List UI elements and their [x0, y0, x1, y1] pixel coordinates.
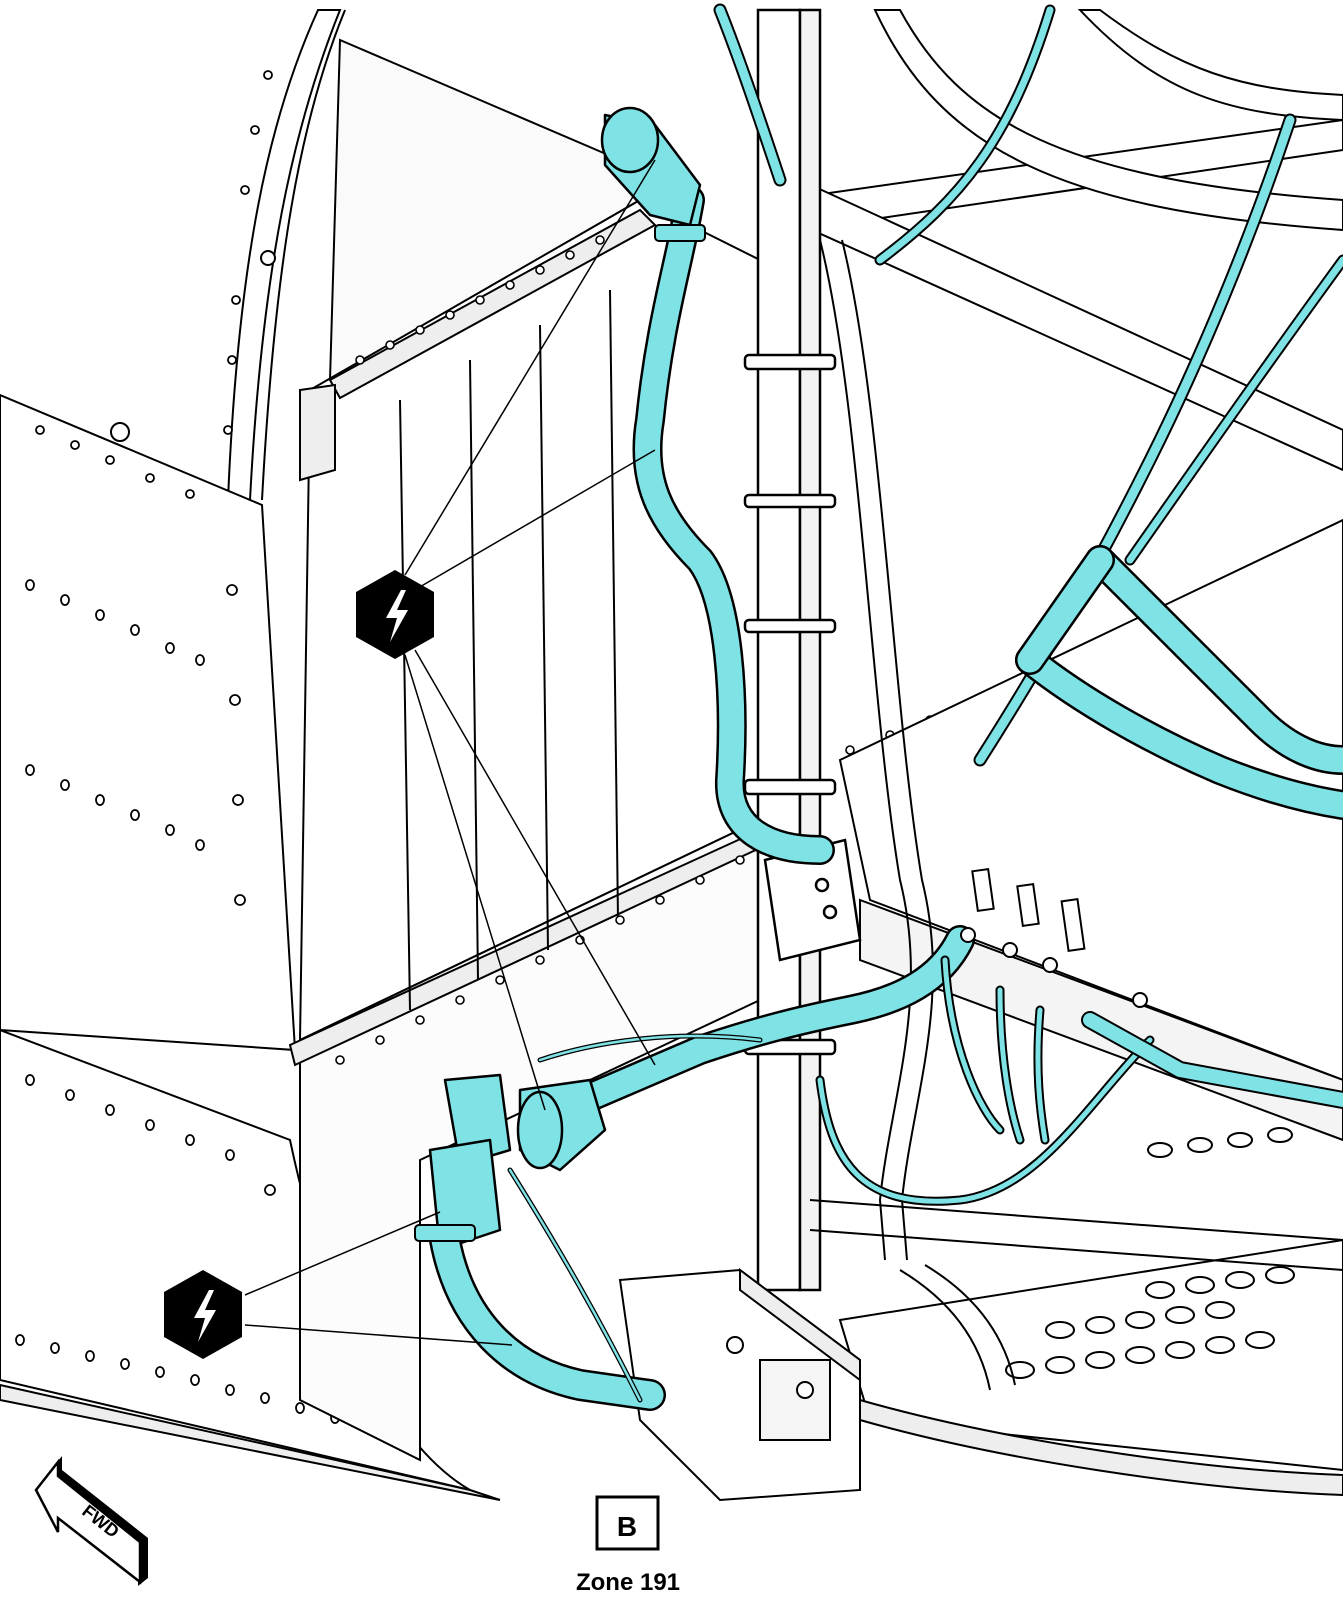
electrical-hazard-icon [356, 570, 434, 659]
wire-harness-cyan [414, 3, 1343, 1411]
view-box-letter: B [617, 1511, 637, 1542]
electrical-hazard-icon [164, 1270, 242, 1359]
ground-studs [110, 250, 1148, 1008]
upper-frame-tubes [778, 9, 1343, 472]
vertical-pipe [743, 8, 862, 1292]
floor-structure [838, 518, 1343, 1497]
fwd-arrow-icon: FWD [34, 1456, 148, 1586]
rivet-pattern-left [15, 70, 340, 1424]
fitting-bracket [618, 1268, 861, 1502]
view-box-frame [595, 1495, 660, 1551]
white-side-pipes [809, 239, 1343, 1391]
callout-leader-lines [244, 159, 656, 1346]
zone-label: Zone 191 [576, 1569, 680, 1596]
